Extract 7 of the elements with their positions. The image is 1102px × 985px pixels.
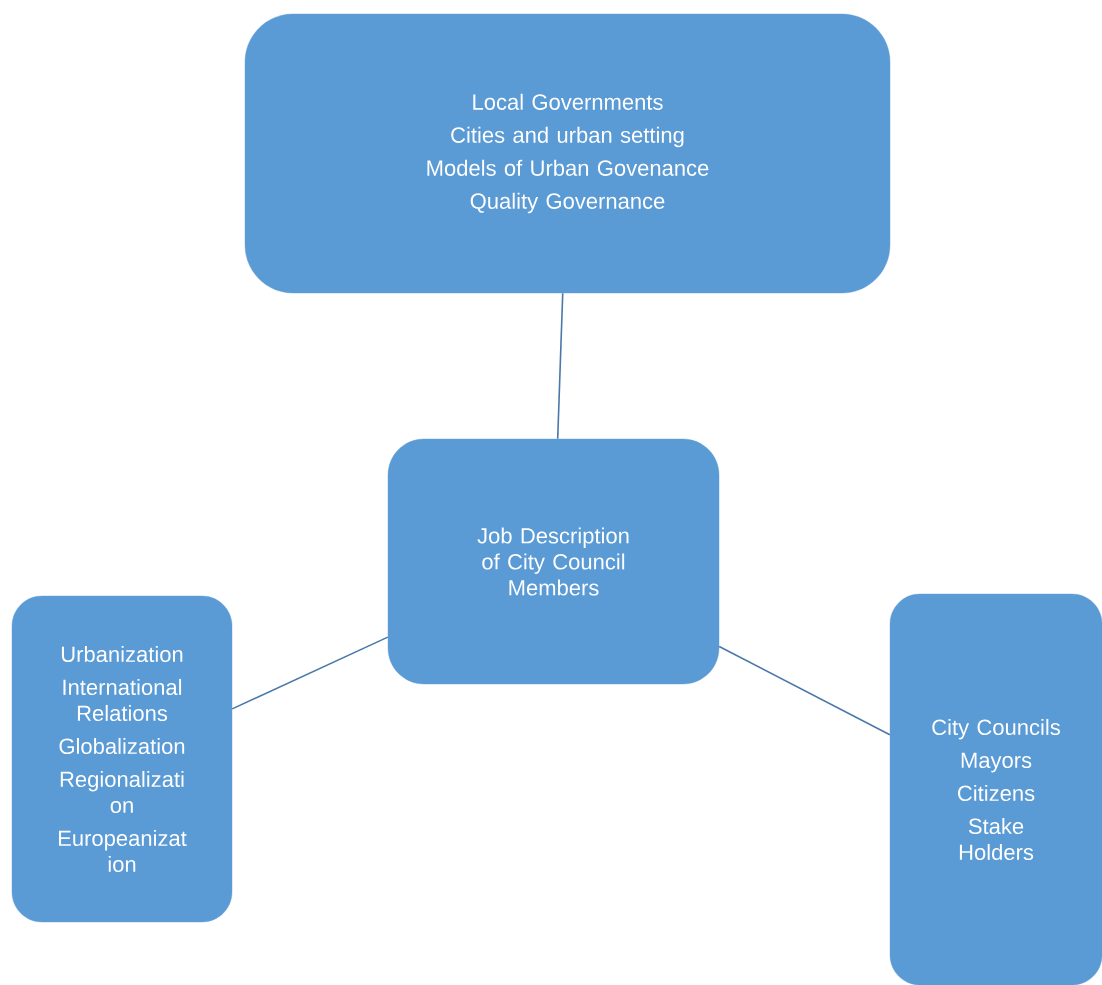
connector-line	[718, 645, 891, 736]
topic-box: Job Description of City Council Members	[387, 438, 720, 685]
connector-line	[556, 292, 564, 440]
topic-box: Local Governments Cities and urban setting Models of Urban Govenance Quality Governance	[244, 13, 891, 294]
connector-line	[231, 636, 389, 710]
topic-box: Urbanization International Relations Globalization Regionalizati on Europeanizat ion	[11, 595, 233, 923]
topic-box: City Councils Mayors Citizens Stake Holders	[889, 593, 1102, 985]
